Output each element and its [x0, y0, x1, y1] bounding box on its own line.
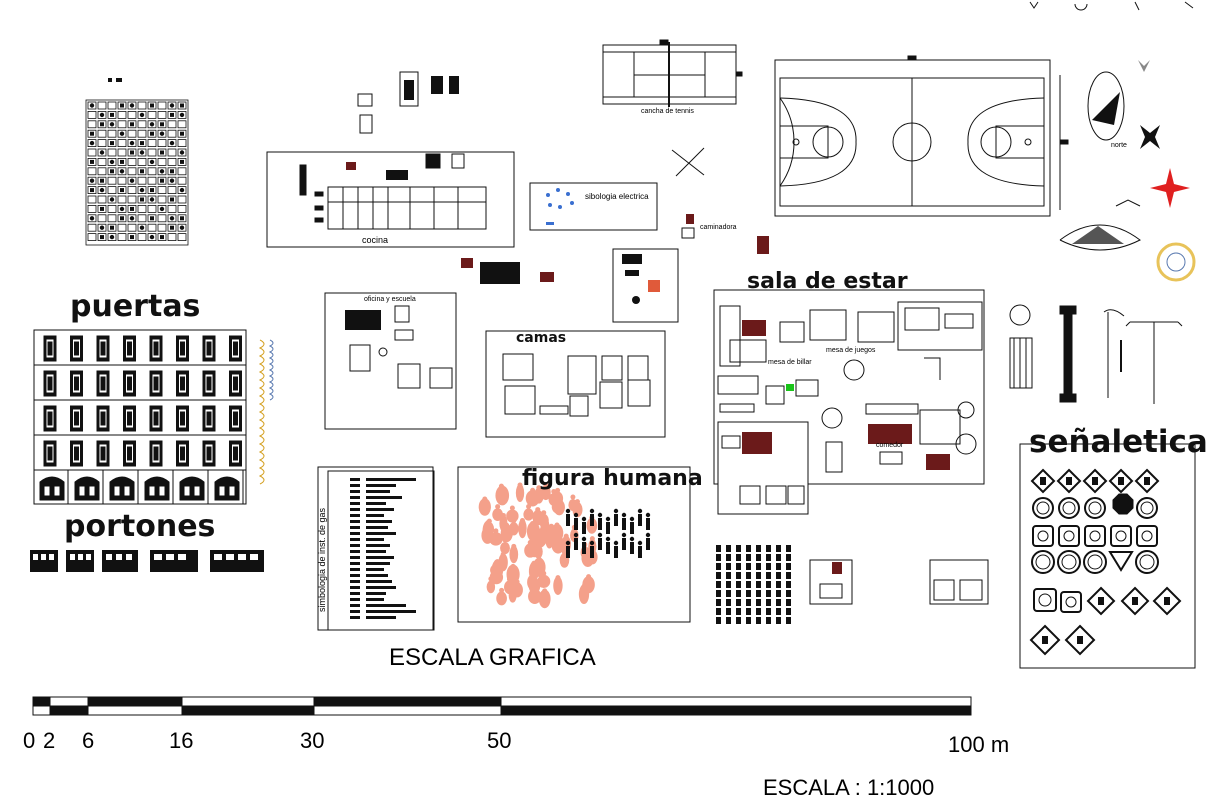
- electric-symbols-box: [529, 182, 658, 231]
- electric-symbols-label: sibologia electrica: [585, 192, 649, 201]
- kitchen-box: [266, 151, 515, 248]
- symbol-table: [85, 99, 189, 246]
- columns-and-lamps: [1009, 304, 1183, 404]
- human-figures-box: [457, 466, 691, 623]
- treadmill-label: caminadora: [700, 224, 737, 231]
- beds-box: [485, 330, 666, 438]
- office-box: [324, 292, 457, 430]
- door-elevation-strip: [258, 339, 274, 485]
- people-elevation-set: [716, 545, 791, 624]
- human-figures-title: figura humana: [522, 466, 703, 491]
- basketball-court: [774, 55, 1069, 217]
- north-compass-icon: [1029, 1, 1196, 282]
- living-room-box: [713, 289, 985, 515]
- tennis-court-label: cancha de tennis: [641, 108, 694, 115]
- dining-label: comedor: [876, 442, 904, 449]
- gates-row: [30, 550, 264, 572]
- office-label: oficina y escuela: [364, 296, 416, 303]
- signage-box: [1019, 443, 1196, 669]
- living-room-title: sala de estar: [747, 269, 908, 294]
- fixtures-box: [612, 248, 679, 323]
- games-table-label: mesa de juegos: [826, 347, 876, 354]
- beds-label: camas: [516, 330, 567, 346]
- scale-tick-30: 30: [300, 728, 325, 753]
- scale-title: ESCALA GRAFICA: [389, 644, 596, 671]
- scale-tick-16: 16: [169, 728, 194, 753]
- signage-title: señaletica: [1029, 424, 1206, 460]
- billiard-label: mesa de billar: [768, 359, 812, 366]
- gates-title: portones: [64, 509, 216, 544]
- bathroom-plans: [809, 559, 989, 605]
- misc-fixtures: [461, 147, 769, 284]
- tennis-court: [602, 39, 743, 107]
- scale-footer: ESCALA : 1:1000: [763, 775, 935, 800]
- graphic-scale-bar: [32, 696, 972, 716]
- doors-title: puertas: [70, 289, 201, 324]
- scale-tick-2: 2: [43, 728, 56, 753]
- kitchen-label: cocina: [362, 235, 389, 245]
- doors-grid: [33, 329, 247, 505]
- scale-tick-100: 100 m: [948, 732, 1010, 757]
- gas-symbols-label: simbologia de inst. de gas: [317, 507, 327, 612]
- gas-symbols-box: [317, 466, 435, 631]
- north-label: norte: [1111, 142, 1127, 149]
- scale-tick-0: 0: [23, 728, 36, 753]
- scale-tick-50: 50: [487, 728, 512, 753]
- small-symbols-top: [108, 71, 459, 134]
- scale-tick-6: 6: [82, 728, 95, 753]
